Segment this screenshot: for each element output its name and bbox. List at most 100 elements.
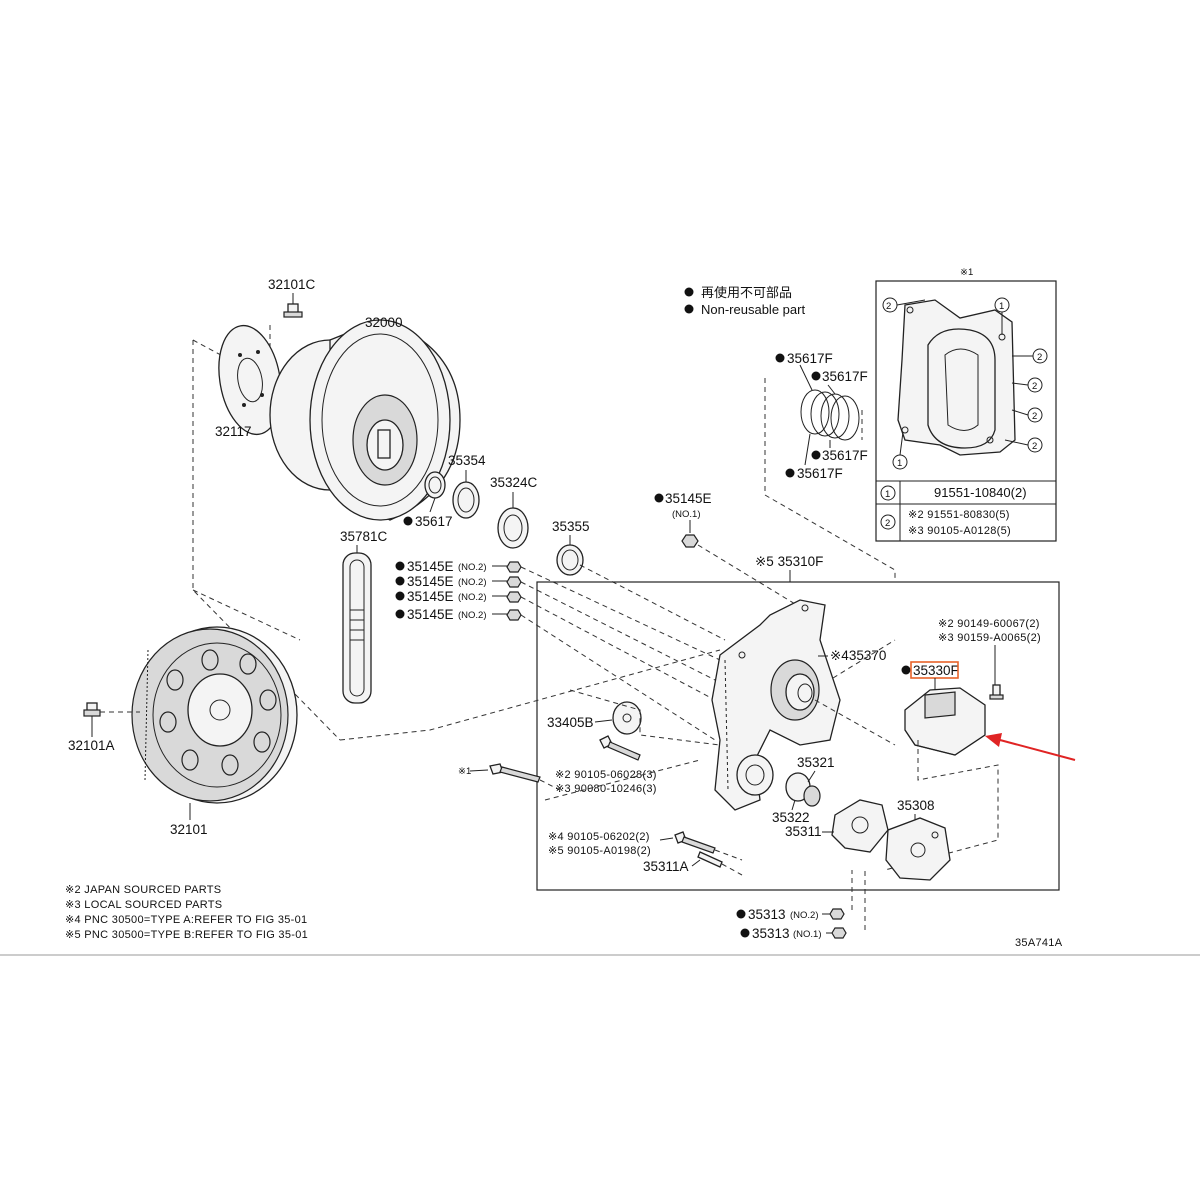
label-32117: 32117 [215, 424, 252, 439]
pointer-arrow-icon [985, 733, 1076, 761]
inset-row-2-part-b: ※3 90105-A0128(5) [908, 525, 1011, 537]
diagram-id: 35A741A [1015, 937, 1063, 949]
label-35617F-2: 35617F [822, 369, 868, 384]
nut-icon [506, 561, 522, 573]
label-no2-a: (NO.2) [458, 562, 487, 573]
label-no2-c: (NO.2) [458, 592, 487, 603]
label-bolt-a2: ※3 90159-A0065(2) [938, 632, 1041, 644]
bolt-icon [599, 735, 641, 761]
label-35308: 35308 [897, 798, 935, 813]
callout-1-icon: 2 [882, 297, 926, 313]
snap-ring-icon [452, 481, 480, 519]
inset-row-2-part-a: ※2 91551-80830(5) [908, 509, 1010, 521]
label-bolt-a1: ※2 90149-60067(2) [938, 618, 1040, 630]
non-reusable-dot-icon [785, 468, 795, 478]
non-reusable-dot-icon [395, 561, 405, 571]
legend-line-1: 再使用不可部品 [701, 285, 792, 300]
non-reusable-dot-icon [901, 665, 911, 675]
nut-icon [506, 609, 522, 621]
legend-line-2: Non-reusable part [701, 302, 805, 317]
label-35370: ※435370 [830, 648, 886, 663]
bushing-icon [497, 507, 529, 549]
plug-icon [829, 908, 845, 920]
pump-body-icon [831, 799, 889, 853]
non-reusable-dot-icon [811, 371, 821, 381]
plug-icon [831, 927, 847, 939]
drive-chain-icon [342, 552, 372, 704]
label-35781C: 35781C [340, 529, 388, 544]
bolt-icon [489, 763, 541, 783]
legend: 再使用不可部品 Non-reusable part [684, 285, 805, 317]
dowel-pin-icon [697, 851, 723, 868]
non-reusable-dot-icon [654, 493, 664, 503]
svg-text:1: 1 [897, 458, 902, 469]
callout-1-icon: 1 [892, 431, 908, 470]
label-no2-plug: (NO.2) [790, 910, 819, 921]
svg-text:2: 2 [1032, 441, 1037, 452]
inset-title: ※1 [960, 267, 973, 278]
label-35145E-no1: 35145E [665, 491, 712, 506]
bolt-icon [283, 303, 303, 318]
footnote-3: ※4 PNC 30500=TYPE A:REFER TO FIG 35-01 [65, 914, 307, 926]
label-no1-plug: (NO.1) [793, 929, 822, 940]
label-35330F: 35330F [913, 663, 959, 678]
label-bolt-b2: ※3 90080-10246(3) [555, 783, 657, 795]
label-35145E-d: 35145E [407, 607, 454, 622]
non-reusable-dot-icon [395, 609, 405, 619]
nut-list: 35145E (NO.1) 35145E (NO.2) 35145E (NO.2… [395, 491, 806, 741]
oil-pump-cover-icon [711, 599, 841, 811]
label-35311: 35311 [785, 824, 822, 839]
inset-row-1-part: 91551-10840(2) [934, 485, 1027, 500]
oil-seal-icon [424, 471, 446, 499]
label-35617: 35617 [415, 514, 453, 529]
bolt-icon [674, 831, 716, 854]
label-35617F-3: 35617F [822, 448, 868, 463]
svg-text:1: 1 [999, 301, 1004, 312]
label-35310F: ※5 35310F [755, 554, 823, 569]
footnote-4: ※5 PNC 30500=TYPE B:REFER TO FIG 35-01 [65, 929, 308, 941]
label-35322: 35322 [772, 810, 810, 825]
nut-icon [506, 576, 522, 588]
footnotes: ※2 JAPAN SOURCED PARTS ※3 LOCAL SOURCED … [65, 884, 308, 941]
label-35313-no2: 35313 [748, 907, 786, 922]
label-35355: 35355 [552, 519, 590, 534]
valve-body-icon [885, 817, 951, 881]
footnote-1: ※2 JAPAN SOURCED PARTS [65, 884, 221, 896]
label-35354: 35354 [448, 453, 486, 468]
svg-text:2: 2 [1037, 352, 1042, 363]
label-star1: ※1 [458, 766, 471, 777]
torque-converter-group: 32101C 32117 32000 35617 [68, 277, 590, 837]
label-bolt-c1: ※4 90105-06202(2) [548, 831, 650, 843]
svg-text:2: 2 [1032, 411, 1037, 422]
non-reusable-dot-icon [403, 516, 413, 526]
drive-plate-icon [218, 324, 282, 436]
callout-1-icon: 1 [994, 297, 1010, 335]
label-32101C: 32101C [268, 277, 316, 292]
callout-2-icon: 2 2 2 2 [1004, 348, 1048, 453]
label-35145E-b: 35145E [407, 574, 454, 589]
non-reusable-dot-icon [684, 304, 694, 314]
non-reusable-dot-icon [684, 287, 694, 297]
non-reusable-dot-icon [395, 576, 405, 586]
label-no1: (NO.1) [672, 509, 701, 520]
label-32000: 32000 [365, 315, 403, 330]
label-35145E-a: 35145E [407, 559, 454, 574]
nut-icon [681, 534, 699, 548]
label-33405B: 33405B [547, 715, 594, 730]
torque-converter-icon [269, 319, 461, 521]
nut-icon [506, 591, 522, 603]
seal-ring-group: 35617F 35617F 35617F 35617F [764, 351, 896, 580]
bolt-icon [989, 684, 1004, 700]
footnote-2: ※3 LOCAL SOURCED PARTS [65, 899, 222, 911]
label-no2-d: (NO.2) [458, 610, 487, 621]
label-35145E-c: 35145E [407, 589, 454, 604]
pump-gear-icon [785, 772, 821, 807]
svg-text:1: 1 [885, 489, 890, 500]
label-no2-b: (NO.2) [458, 577, 487, 588]
pump-assembly-box: ※5 35310F ※435370 35330F ※2 90149-60 [458, 554, 1060, 891]
label-32101A: 32101A [68, 738, 115, 753]
non-reusable-dot-icon [395, 591, 405, 601]
label-35311A: 35311A [643, 859, 689, 874]
label-35313-no1: 35313 [752, 926, 790, 941]
